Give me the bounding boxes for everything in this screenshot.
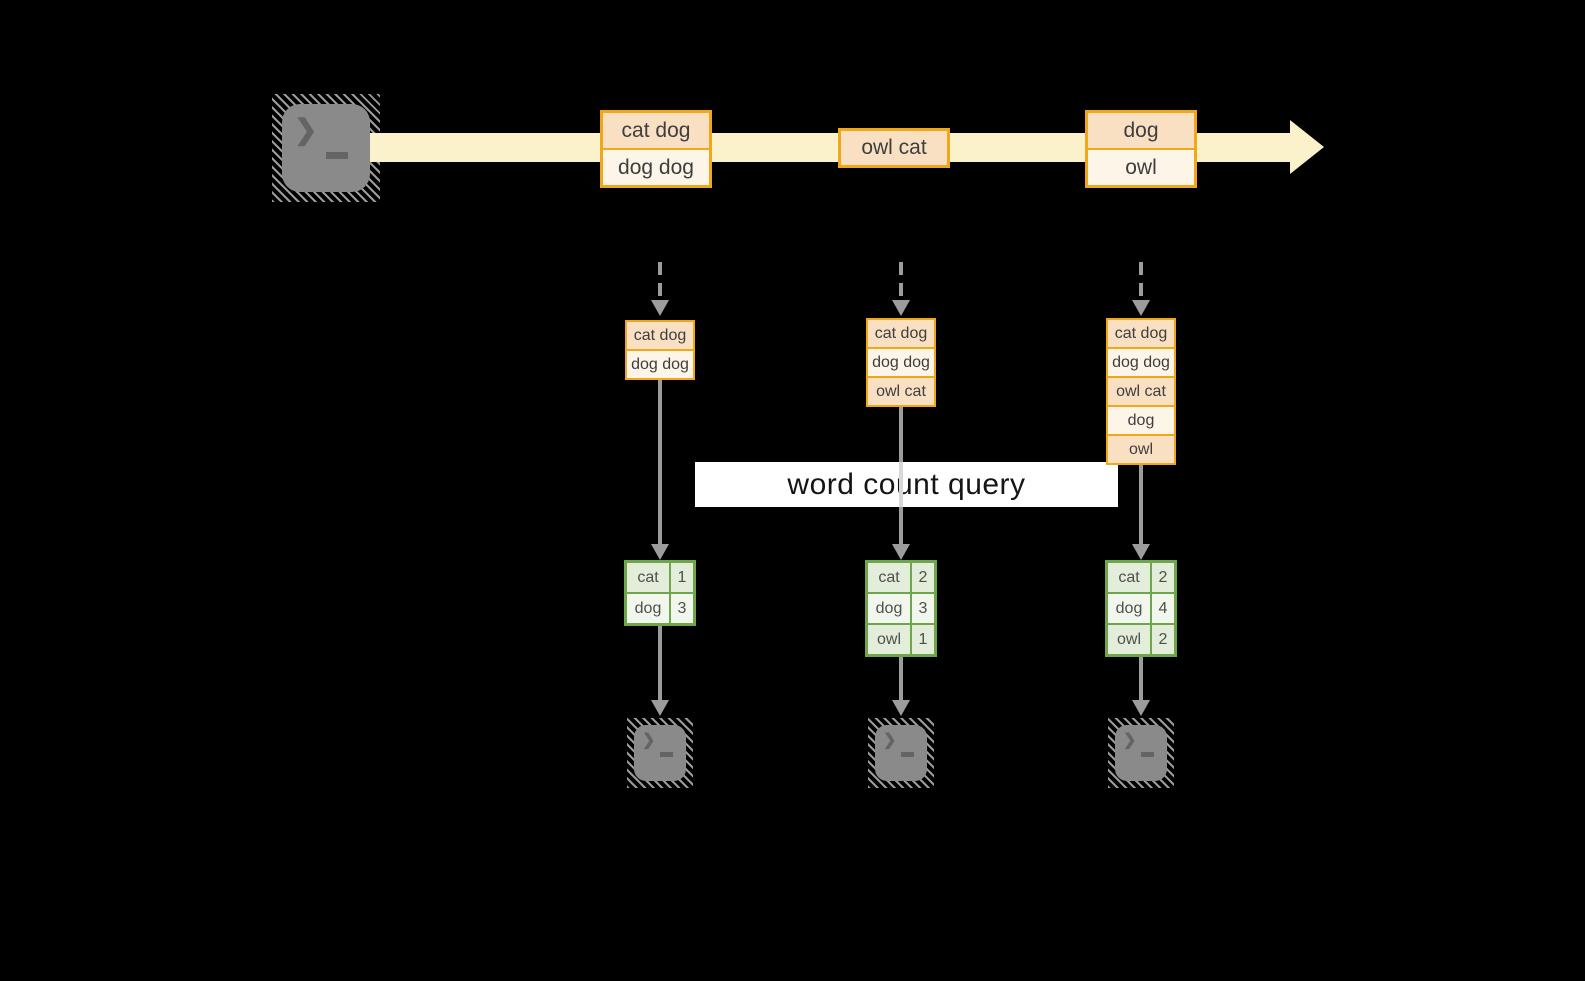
arrowhead-icon bbox=[651, 544, 669, 560]
sink-terminal-icon: ❯ bbox=[1108, 718, 1174, 788]
query-label: word count query bbox=[787, 467, 1026, 501]
sink-terminal-icon: ❯ bbox=[868, 718, 934, 788]
connector-arrow bbox=[1139, 465, 1143, 544]
arrowhead-icon bbox=[1132, 544, 1150, 560]
terminal-body: ❯ bbox=[1115, 725, 1167, 781]
count-cell: 3 bbox=[671, 594, 693, 623]
event-text: dog bbox=[1088, 113, 1194, 148]
dashed-arrow bbox=[899, 262, 903, 300]
buffer-row: owl bbox=[1106, 434, 1176, 465]
word-cell: dog bbox=[1108, 594, 1150, 623]
buffer-row: cat dog bbox=[866, 318, 936, 349]
count-cell: 1 bbox=[912, 625, 934, 654]
terminal-body: ❯ bbox=[282, 104, 370, 192]
buffer-row: dog dog bbox=[625, 349, 695, 380]
stream-event-box-2: owl cat bbox=[838, 128, 950, 168]
stream-event-box-3: dog owl bbox=[1085, 110, 1197, 188]
buffer-row: owl cat bbox=[866, 376, 936, 407]
word-cell: dog bbox=[868, 594, 910, 623]
word-cell: owl bbox=[868, 625, 910, 654]
sink-terminal-icon: ❯ bbox=[627, 718, 693, 788]
count-cell: 2 bbox=[912, 563, 934, 592]
connector-arrow bbox=[899, 657, 903, 700]
arrowhead-icon bbox=[1132, 700, 1150, 716]
connector-arrow bbox=[658, 380, 662, 544]
terminal-prompt-icon: ❯ bbox=[883, 732, 897, 749]
connector-arrow bbox=[1139, 657, 1143, 700]
buffer-stack-3: cat dog dog dog owl cat dog owl bbox=[1106, 318, 1176, 465]
connector-arrow bbox=[658, 626, 662, 700]
buffer-row: cat dog bbox=[1106, 318, 1176, 349]
word-count-table-1: cat 1 dog 3 bbox=[624, 560, 696, 626]
word-cell: owl bbox=[1108, 625, 1150, 654]
word-cell: cat bbox=[1108, 563, 1150, 592]
buffer-row: dog dog bbox=[866, 347, 936, 378]
terminal-cursor-icon bbox=[660, 752, 673, 757]
word-count-table-3: cat 2 dog 4 owl 2 bbox=[1105, 560, 1177, 657]
terminal-prompt-icon: ❯ bbox=[1123, 732, 1137, 749]
arrowhead-icon bbox=[892, 700, 910, 716]
terminal-body: ❯ bbox=[634, 725, 686, 781]
event-text: owl bbox=[1088, 148, 1194, 185]
event-text: cat dog bbox=[603, 113, 709, 148]
dashed-arrowhead-icon bbox=[892, 300, 910, 316]
word-count-table-2: cat 2 dog 3 owl 1 bbox=[865, 560, 937, 657]
arrowhead-icon bbox=[892, 544, 910, 560]
terminal-cursor-icon bbox=[1141, 752, 1154, 757]
event-text: owl cat bbox=[841, 131, 947, 165]
event-text: dog dog bbox=[603, 148, 709, 185]
terminal-prompt-icon: ❯ bbox=[294, 114, 318, 145]
terminal-prompt-icon: ❯ bbox=[642, 732, 656, 749]
terminal-cursor-icon bbox=[901, 752, 914, 757]
dashed-arrow bbox=[1139, 262, 1143, 300]
buffer-row: cat dog bbox=[625, 320, 695, 351]
arrowhead-icon bbox=[651, 700, 669, 716]
buffer-row: owl cat bbox=[1106, 376, 1176, 407]
dashed-arrowhead-icon bbox=[651, 300, 669, 316]
source-terminal-icon: ❯ bbox=[272, 94, 380, 202]
stream-arrowhead-icon bbox=[1290, 120, 1324, 174]
word-cell: cat bbox=[627, 563, 669, 592]
terminal-cursor-icon bbox=[326, 152, 348, 159]
buffer-stack-2: cat dog dog dog owl cat bbox=[866, 318, 936, 407]
word-cell: dog bbox=[627, 594, 669, 623]
dashed-arrowhead-icon bbox=[1132, 300, 1150, 316]
count-cell: 2 bbox=[1152, 563, 1174, 592]
stream-event-box-1: cat dog dog dog bbox=[600, 110, 712, 188]
buffer-stack-1: cat dog dog dog bbox=[625, 320, 695, 380]
count-cell: 1 bbox=[671, 563, 693, 592]
count-cell: 3 bbox=[912, 594, 934, 623]
count-cell: 2 bbox=[1152, 625, 1174, 654]
query-label-box: word count query bbox=[695, 462, 1118, 507]
terminal-body: ❯ bbox=[875, 725, 927, 781]
word-cell: cat bbox=[868, 563, 910, 592]
connector-through-label bbox=[899, 462, 903, 507]
dashed-arrow bbox=[658, 262, 662, 300]
count-cell: 4 bbox=[1152, 594, 1174, 623]
buffer-row: dog bbox=[1106, 405, 1176, 436]
buffer-row: dog dog bbox=[1106, 347, 1176, 378]
